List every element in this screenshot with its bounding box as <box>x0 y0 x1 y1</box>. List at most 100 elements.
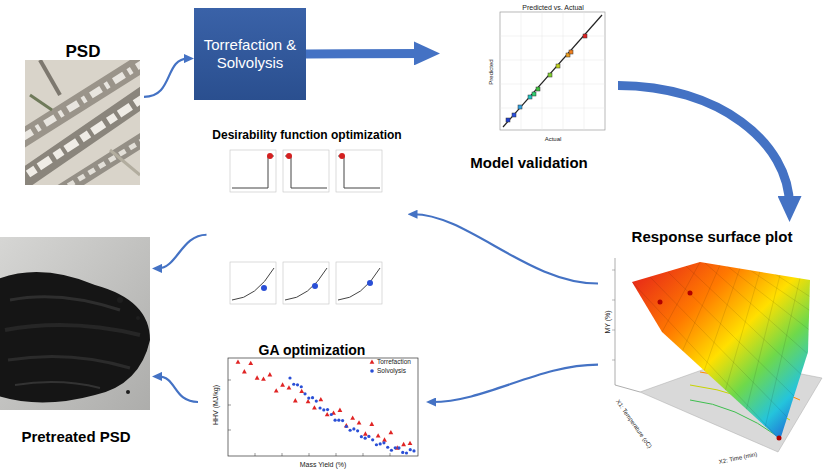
axis-label: Predicted <box>488 59 494 84</box>
solvolysis-point <box>333 419 336 422</box>
raw-biomass-photo <box>25 60 140 185</box>
response-surface <box>703 268 740 374</box>
torrefaction-point <box>255 375 260 379</box>
torrefaction-point <box>248 361 253 365</box>
solvolysis-point <box>307 396 310 399</box>
response-surface <box>658 300 663 305</box>
desirability-ramps <box>230 150 382 304</box>
desirability-ramps <box>336 262 382 304</box>
solvolysis-point <box>386 446 389 449</box>
raw-biomass-photo <box>25 92 140 178</box>
desirability-ramps <box>283 262 329 304</box>
solvolysis-point <box>345 425 348 428</box>
node-label: Pretreated PSD <box>21 428 130 446</box>
torrefaction-point <box>325 412 330 416</box>
photo-panel: PSD <box>22 36 144 188</box>
response-surface <box>777 436 782 441</box>
torrefaction-point <box>350 415 355 419</box>
raw-biomass-photo <box>55 135 140 185</box>
solvolysis-point <box>300 385 303 388</box>
response-surface <box>682 265 720 352</box>
node-label: PSD <box>66 42 101 62</box>
response-surface <box>612 300 615 301</box>
solvolysis-point <box>401 451 404 454</box>
torrefaction-point <box>318 397 323 401</box>
parity-chart <box>521 12 522 130</box>
parity-chart <box>500 12 605 130</box>
parity-chart <box>500 12 605 130</box>
torrefaction-point <box>338 408 343 412</box>
parity-chart <box>500 84 605 85</box>
pareto-chart <box>309 453 310 456</box>
parity-chart <box>542 12 543 130</box>
desirability-ramps <box>367 280 373 286</box>
torrefaction-point <box>363 431 368 435</box>
response-surface <box>632 262 810 440</box>
parity-chart <box>563 12 564 130</box>
legend-label: Solvolysis <box>377 368 406 375</box>
torrefaction-point <box>369 422 374 426</box>
solvolysis-point <box>394 446 397 449</box>
flow-arrow-thick <box>618 85 790 206</box>
torrefaction-point <box>306 399 311 403</box>
pareto-chart <box>236 359 416 454</box>
torrefaction-point <box>274 388 279 392</box>
pareto-chart <box>228 405 231 406</box>
axis-label: Mass Yield (%) <box>300 461 347 468</box>
solvolysis-point <box>311 396 314 399</box>
pretreated-powder-photo <box>5 325 140 335</box>
torrefaction-point <box>299 389 304 393</box>
response-surface <box>612 270 615 271</box>
desirability-ramps <box>230 262 276 304</box>
pareto-chart <box>363 453 364 456</box>
flow-arrow <box>144 59 188 97</box>
parity-chart <box>500 36 605 37</box>
solvolysis-point <box>364 437 367 440</box>
solvolysis-point <box>382 441 385 444</box>
solvolysis-point <box>356 429 359 432</box>
response-surface <box>612 360 615 361</box>
parity-chart <box>503 15 602 127</box>
response-surface <box>775 274 812 298</box>
parity-chart <box>532 92 536 96</box>
parity-chart <box>548 73 552 77</box>
solvolysis-point <box>397 446 400 449</box>
raw-biomass-photo <box>58 137 140 185</box>
pareto-chart <box>255 453 256 456</box>
torrefaction-point <box>382 437 387 441</box>
pareto-chart <box>228 358 418 456</box>
response-surface <box>615 385 640 392</box>
axis-label: X2: Time (min) <box>718 451 757 465</box>
solvolysis-point <box>379 442 382 445</box>
solvolysis-point <box>288 376 291 379</box>
desirability-ramps <box>232 156 274 188</box>
chart-title: Predicted vs. Actual <box>522 4 583 11</box>
solvolysis-point <box>375 443 378 446</box>
solvolysis-point <box>296 383 299 386</box>
node-label: Torrefaction & Solvolysis <box>200 36 300 72</box>
torrefaction-point <box>401 442 406 446</box>
raw-biomass-photo <box>30 95 52 110</box>
parity-chart <box>528 95 532 99</box>
axis-label: MY (%) <box>604 310 611 333</box>
response-surface <box>686 266 805 378</box>
node-label: Desirability function optimization <box>212 128 401 142</box>
torrefaction-point <box>344 423 349 427</box>
response-surface <box>705 263 809 355</box>
raw-biomass-photo <box>40 60 60 95</box>
torrefaction-point <box>280 382 285 386</box>
raw-biomass-photo <box>28 95 140 174</box>
response-surface <box>662 262 700 332</box>
desirability-ramps <box>338 156 380 188</box>
torrefaction-point <box>287 385 292 389</box>
torrefaction-point <box>357 420 362 424</box>
pareto-chart <box>336 453 337 456</box>
response-surface <box>615 258 616 385</box>
parity-chart <box>569 50 573 54</box>
desirability-ramps <box>336 150 382 192</box>
solvolysis-point <box>326 408 329 411</box>
parity-chart <box>506 34 587 122</box>
